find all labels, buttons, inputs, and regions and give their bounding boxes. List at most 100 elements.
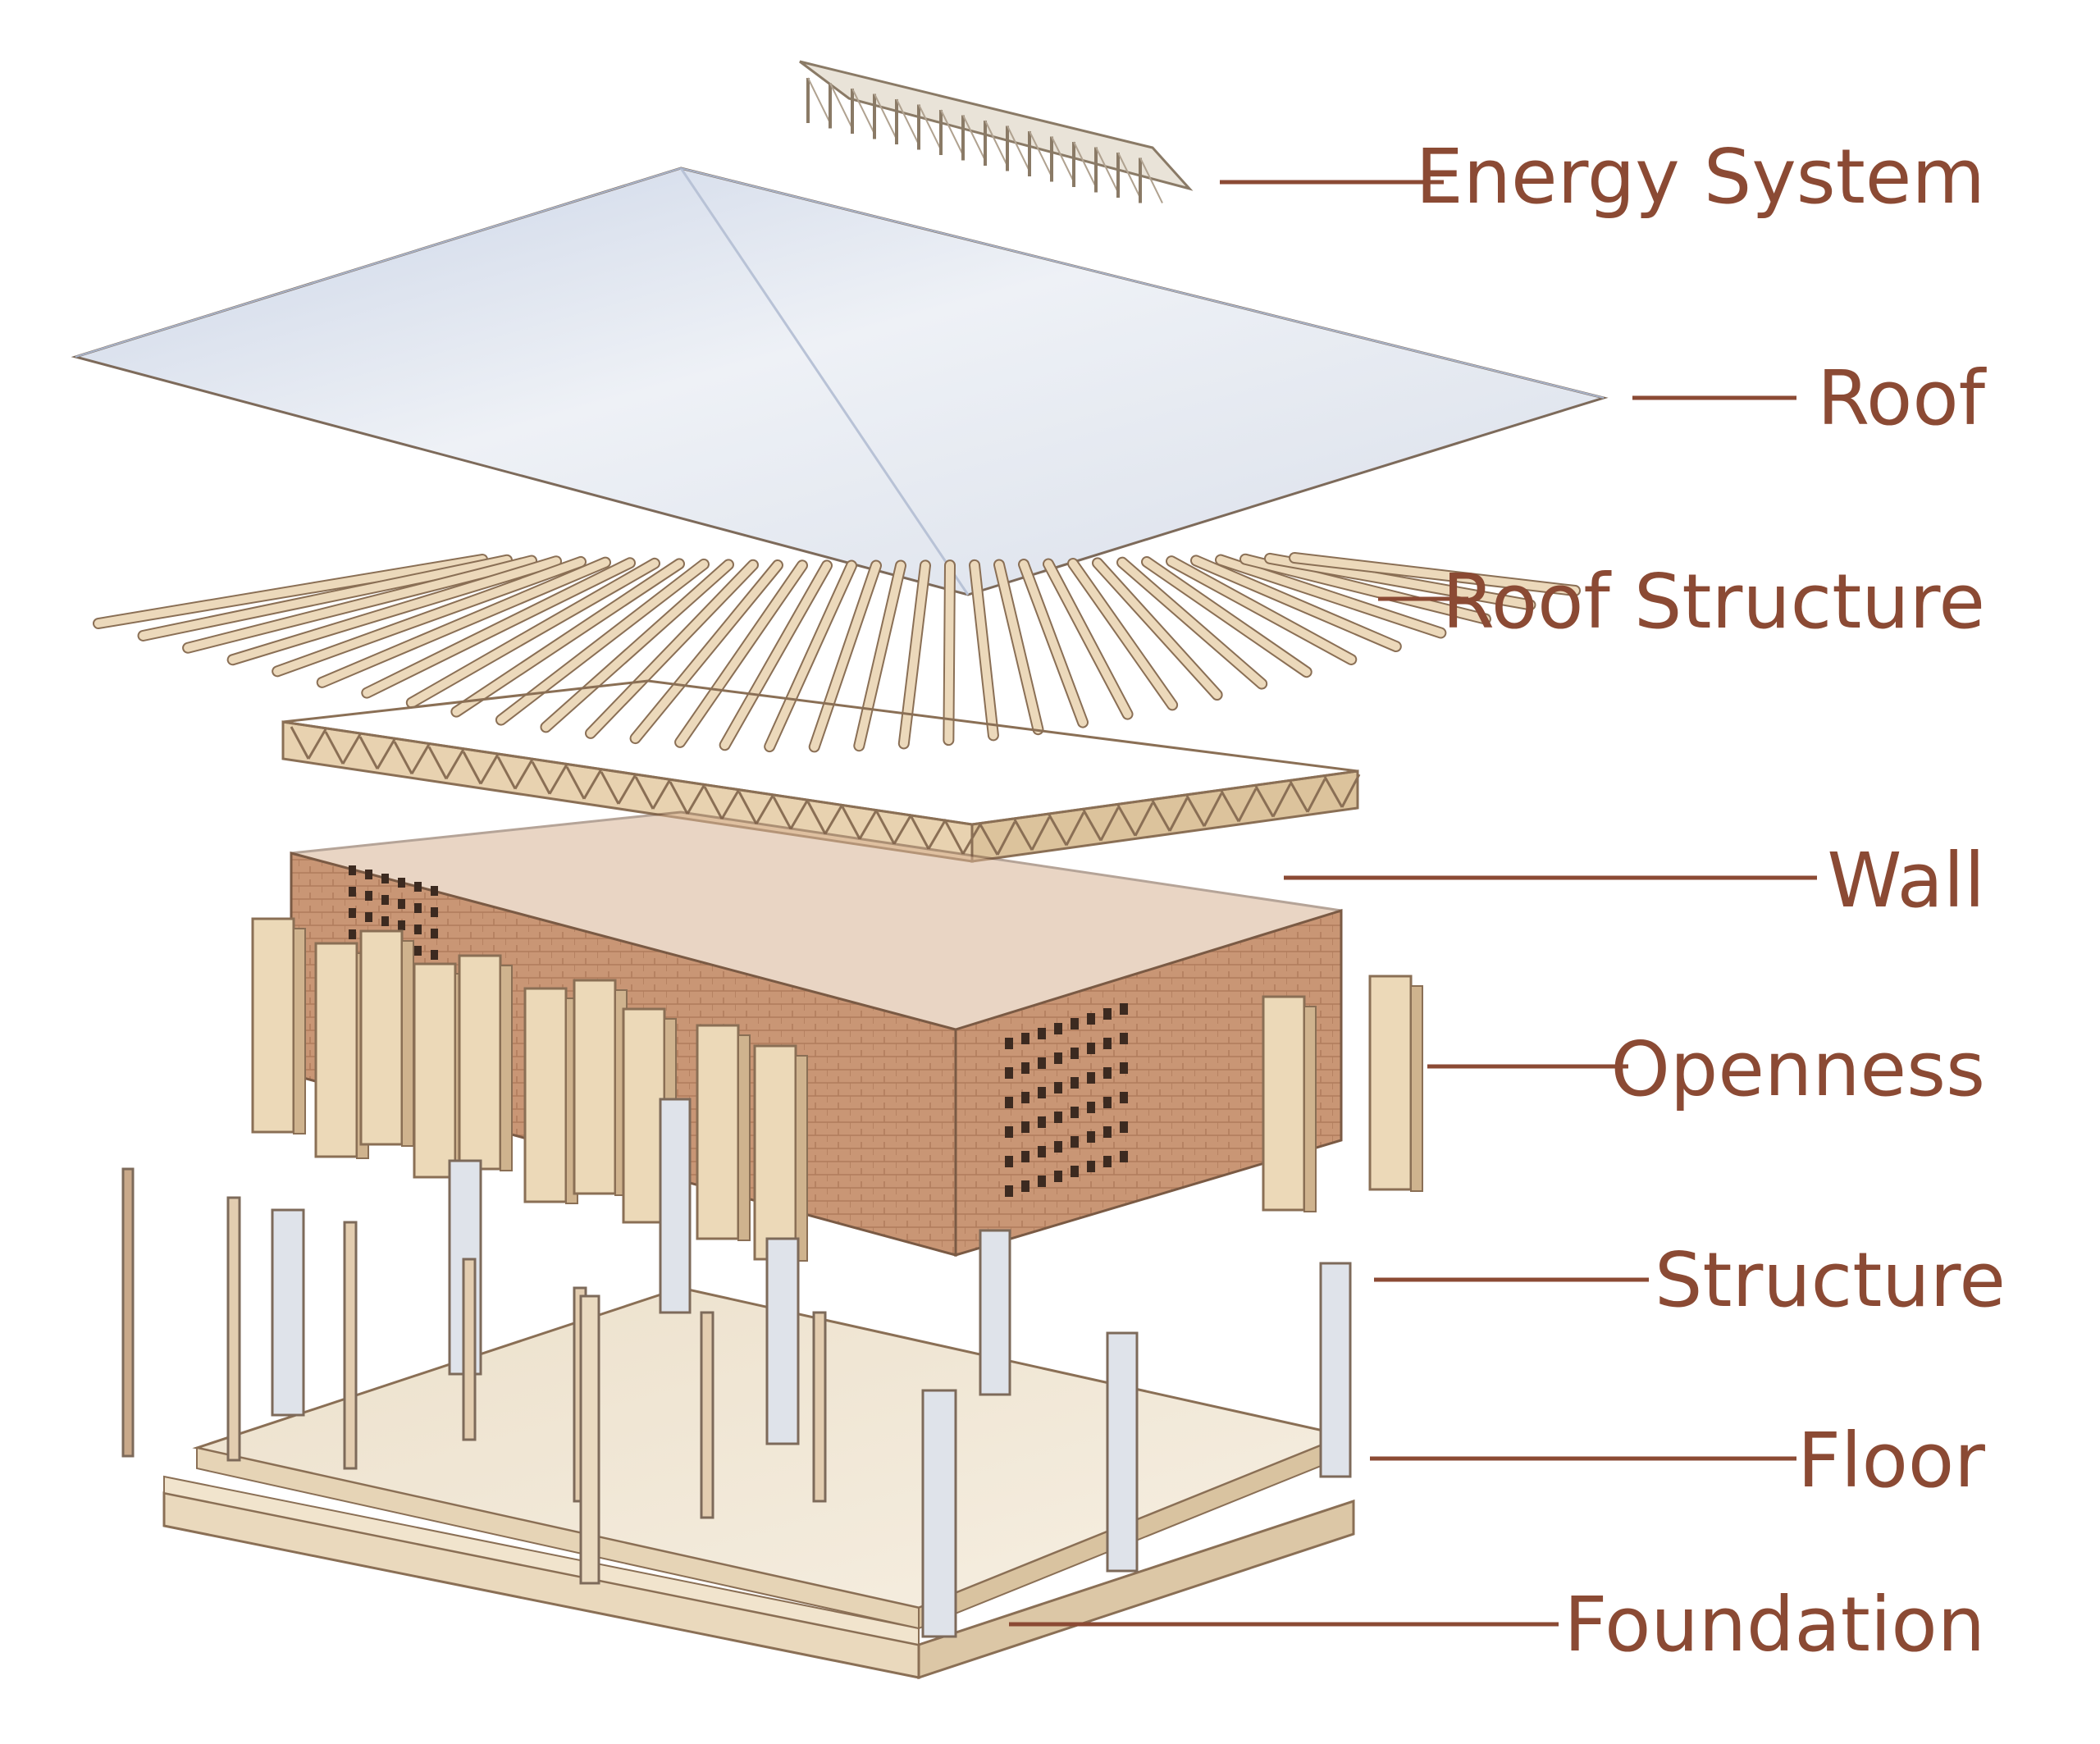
truss-web-diagonal bbox=[789, 798, 810, 830]
label-energy-system: Energy System bbox=[1415, 133, 1985, 221]
shutter-panel bbox=[573, 979, 617, 1195]
truss-web-diagonal bbox=[548, 763, 568, 795]
wall-perforation bbox=[1054, 1023, 1062, 1034]
wall-perforation bbox=[398, 920, 405, 930]
truss-web-diagonal bbox=[1306, 778, 1326, 813]
truss-web-diagonal bbox=[772, 796, 792, 830]
truss-web-diagonal bbox=[806, 801, 827, 835]
structure-column bbox=[700, 1311, 714, 1519]
wall-perforation bbox=[431, 886, 438, 896]
truss-web-diagonal bbox=[841, 806, 861, 840]
truss-web-diagonal bbox=[514, 758, 534, 790]
truss-web-diagonal bbox=[1323, 776, 1344, 808]
solar-truss-brace bbox=[1073, 141, 1097, 188]
rafter bbox=[94, 555, 486, 628]
structure-column bbox=[659, 1098, 692, 1314]
wall-perforation bbox=[1005, 1156, 1013, 1167]
structure-column bbox=[121, 1167, 135, 1458]
shutter-panel bbox=[251, 917, 295, 1134]
truss-web-diagonal bbox=[1065, 811, 1085, 847]
wall-perforation bbox=[1103, 1008, 1112, 1020]
shutter-edge bbox=[1410, 985, 1423, 1192]
truss-web-diagonal bbox=[479, 753, 500, 785]
truss-web-diagonal bbox=[290, 726, 310, 760]
rafter bbox=[541, 560, 733, 732]
wall-perforation bbox=[381, 916, 389, 926]
truss-web-diagonal bbox=[531, 760, 551, 795]
truss-web-diagonal bbox=[307, 728, 327, 760]
wall-perforation bbox=[349, 887, 356, 897]
wall-perforation bbox=[398, 878, 405, 888]
truss-web-diagonal bbox=[651, 778, 672, 810]
shutter-panel bbox=[753, 1044, 797, 1261]
wall-perforation bbox=[1120, 1062, 1128, 1074]
shutter-edge bbox=[401, 940, 414, 1147]
wall-perforation bbox=[1071, 1048, 1079, 1059]
truss-web-diagonal bbox=[462, 751, 482, 785]
wall-perforation bbox=[1054, 1171, 1062, 1182]
rafter bbox=[676, 561, 806, 746]
structure-column bbox=[921, 1389, 957, 1638]
wall-perforation bbox=[1005, 1097, 1013, 1108]
solar-truss-brace bbox=[962, 115, 986, 161]
wall-perforation bbox=[431, 929, 438, 938]
wall-perforation bbox=[414, 946, 422, 956]
truss-web-diagonal bbox=[824, 803, 844, 835]
shutter-edge bbox=[737, 1034, 751, 1241]
rafter bbox=[1093, 559, 1221, 700]
wall-perforation bbox=[1103, 1126, 1112, 1138]
structure-column bbox=[1319, 1262, 1352, 1478]
solar-truss-brace bbox=[918, 104, 942, 150]
wall-perforation bbox=[1021, 1092, 1029, 1103]
wall-perforation bbox=[1087, 1102, 1095, 1113]
rafter bbox=[407, 559, 659, 707]
truss-web-diagonal bbox=[703, 786, 724, 819]
wall-perforation bbox=[1103, 1067, 1112, 1079]
truss-web-diagonal bbox=[427, 746, 448, 780]
truss-web-diagonal bbox=[1013, 819, 1034, 851]
truss-web-diagonal bbox=[324, 731, 345, 765]
truss-web-diagonal bbox=[358, 736, 379, 769]
wall-perforation bbox=[1038, 1176, 1046, 1187]
label-roof-structure: Roof Structure bbox=[1442, 558, 1985, 646]
solar-truss-brace bbox=[1051, 136, 1075, 182]
truss-web-diagonal bbox=[1134, 802, 1154, 837]
wall-perforation bbox=[414, 925, 422, 934]
rafter bbox=[317, 558, 609, 687]
truss-web-diagonal bbox=[927, 819, 947, 850]
solar-truss-brace bbox=[940, 109, 964, 156]
wall-perforation bbox=[1120, 1033, 1128, 1044]
energy-system-panel bbox=[799, 60, 1194, 203]
solar-truss-brace bbox=[896, 98, 920, 145]
rafter bbox=[765, 561, 856, 751]
rafter bbox=[1192, 556, 1400, 651]
shutter-panel bbox=[314, 942, 358, 1158]
wall-perforation bbox=[1071, 1018, 1079, 1030]
wall-perforation bbox=[349, 865, 356, 875]
rafter bbox=[1266, 554, 1535, 609]
truss-web-diagonal bbox=[1030, 816, 1051, 851]
solar-truss-brace bbox=[984, 120, 1008, 167]
wall-perforation bbox=[1054, 1141, 1062, 1153]
truss-web-diagonal bbox=[892, 813, 913, 845]
rafter bbox=[1118, 558, 1267, 688]
shutter-panel bbox=[458, 954, 502, 1171]
structure-column bbox=[765, 1237, 800, 1445]
wall-perforation bbox=[1054, 1052, 1062, 1064]
wall-perforation bbox=[1038, 1146, 1046, 1157]
truss-web-diagonal bbox=[634, 776, 655, 810]
wall-perforation bbox=[1005, 1126, 1013, 1138]
truss-web-diagonal bbox=[617, 774, 637, 805]
wall-perforation bbox=[1087, 1131, 1095, 1143]
wall-perforation bbox=[1071, 1166, 1079, 1177]
shutter-panel bbox=[1262, 995, 1306, 1212]
label-openness: Openness bbox=[1610, 1025, 1986, 1113]
truss-web-diagonal bbox=[1220, 790, 1240, 823]
truss-web-diagonal bbox=[737, 791, 758, 825]
truss-web-diagonal bbox=[996, 821, 1016, 856]
structure-column bbox=[579, 1294, 600, 1585]
wall-perforation bbox=[1038, 1028, 1046, 1039]
truss-web-diagonal bbox=[445, 748, 465, 780]
solar-truss-brace bbox=[807, 77, 831, 124]
